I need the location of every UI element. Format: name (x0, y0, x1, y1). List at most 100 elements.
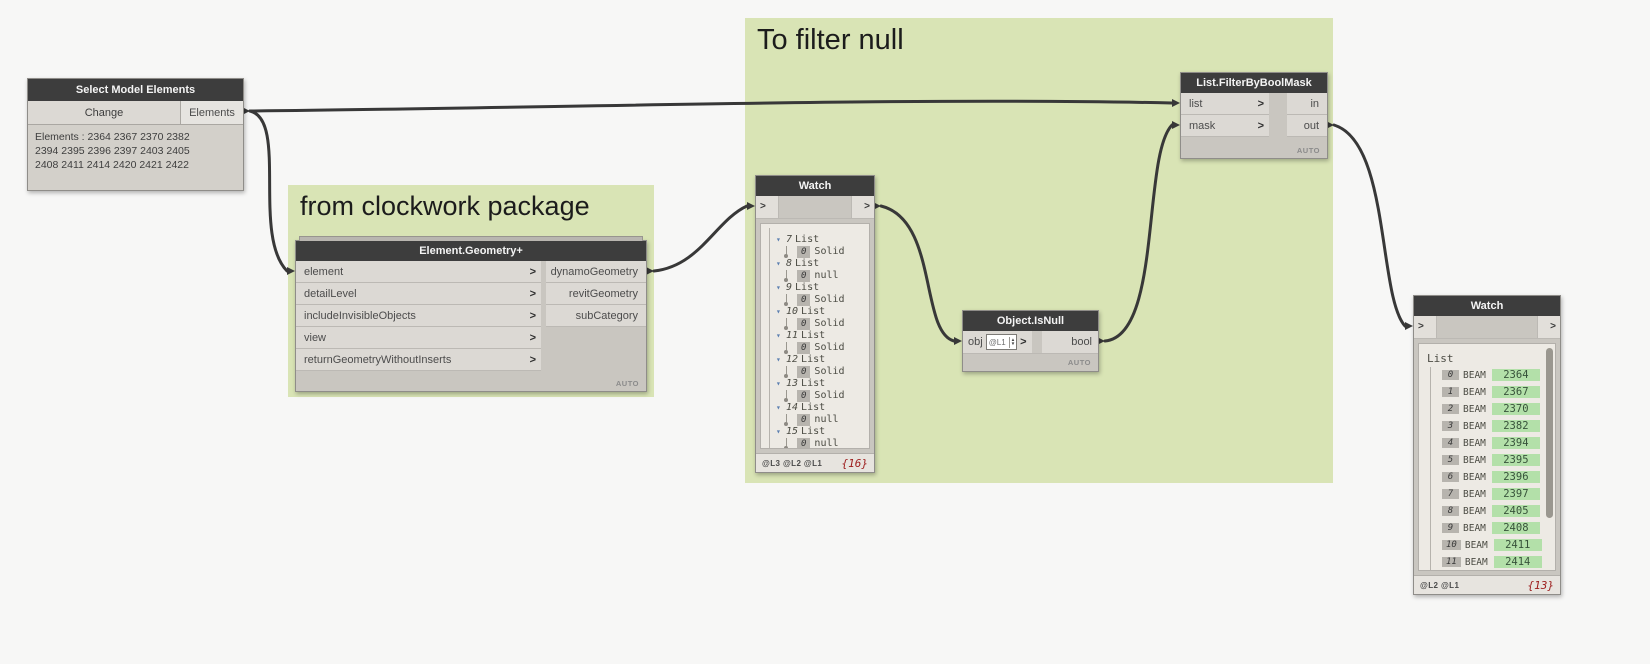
item-index-badge: 0 (797, 293, 811, 306)
list-label: List (795, 233, 820, 245)
list-label: List (801, 425, 826, 437)
obj-input-port[interactable]: obj @L1 ▲▼ > (963, 331, 1032, 353)
expand-triangle-icon[interactable]: ▾ (776, 426, 781, 436)
scrollbar[interactable] (1546, 347, 1553, 518)
output-port[interactable]: out (1287, 115, 1327, 137)
watch-tree: ▾ 7 List 0 Solid ▾ (769, 227, 869, 448)
change-button[interactable]: Change (28, 101, 181, 124)
node-body-gap (1269, 93, 1287, 142)
chevron-icon[interactable]: > (529, 331, 536, 344)
lacing-spinner[interactable]: @L1 ▲▼ (985, 334, 1018, 350)
chevron-icon[interactable]: > (1257, 119, 1264, 132)
output-port[interactable]: dynamoGeometry (546, 261, 646, 283)
node-title[interactable]: Watch (756, 176, 874, 196)
list-count-badge: {13} (1527, 578, 1555, 592)
node-watch-middle[interactable]: Watch > > ▾ 7 List 0 (755, 175, 875, 473)
output-port[interactable]: revitGeometry (546, 283, 646, 305)
elements-line: Elements : 2364 2367 2370 2382 (35, 131, 190, 143)
input-port[interactable]: view > (296, 327, 541, 349)
lacing-levels[interactable]: @L3 @L2 @L1 (762, 458, 823, 468)
output-port[interactable]: in (1287, 93, 1327, 115)
item-index-badge: 11 (1442, 557, 1461, 568)
watch-output-port[interactable]: > (1537, 316, 1560, 338)
item-type: BEAM (1463, 471, 1486, 483)
bool-output-port[interactable]: bool (1042, 331, 1098, 353)
watch-output-port[interactable]: > (851, 196, 874, 218)
input-port[interactable]: includeInvisibleObjects > (296, 305, 541, 327)
elements-output-port[interactable]: Elements (181, 101, 243, 124)
lacing-label[interactable]: AUTO (1067, 358, 1091, 367)
node-watch-right[interactable]: Watch > > List 0 BEAM 2364 (1413, 295, 1561, 595)
node-title[interactable]: Select Model Elements (28, 79, 243, 101)
lacing-levels[interactable]: @L2 @L1 (1420, 580, 1460, 590)
wire-elements-to-element (248, 109, 289, 273)
item-type: BEAM (1463, 488, 1486, 500)
expand-triangle-icon[interactable]: ▾ (776, 330, 781, 340)
list-index: 11 (786, 329, 799, 341)
tree-guide-icon (784, 438, 795, 448)
item-index-badge: 7 (1442, 489, 1459, 500)
item-index-badge: 1 (1442, 387, 1459, 398)
item-value: 2382 (1491, 420, 1540, 433)
chevron-icon[interactable]: > (529, 309, 536, 322)
watch-tree-item: ▾ 10 List 0 Solid (776, 306, 869, 331)
expand-triangle-icon[interactable]: ▾ (776, 234, 781, 244)
item-value: Solid (814, 245, 845, 257)
chevron-icon[interactable]: > (1257, 97, 1264, 110)
output-port[interactable]: subCategory (546, 305, 646, 327)
watch-tree-item: ▾ 11 List 0 Solid (776, 329, 869, 355)
node-title[interactable]: Watch (1414, 296, 1560, 316)
item-value: null (814, 269, 839, 281)
node-body-gap (1032, 331, 1042, 353)
input-port[interactable]: returnGeometryWithoutInserts > (296, 349, 541, 371)
watch-input-port[interactable]: > (756, 196, 779, 218)
node-title[interactable]: Element.Geometry+ (296, 241, 646, 261)
expand-triangle-icon[interactable]: ▾ (776, 306, 781, 316)
list-index: 8 (786, 257, 793, 269)
node-element-geometry[interactable]: Element.Geometry+ element > detailLevel … (295, 236, 647, 392)
expand-triangle-icon[interactable]: ▾ (776, 402, 781, 412)
input-port[interactable]: detailLevel > (296, 283, 541, 305)
tree-guide-icon (784, 270, 795, 283)
item-value: Solid (814, 365, 845, 377)
expand-triangle-icon[interactable]: ▾ (776, 378, 781, 388)
node-title[interactable]: Object.IsNull (963, 311, 1098, 331)
node-object-isnull[interactable]: Object.IsNull obj @L1 ▲▼ > bool AUTO (962, 310, 1099, 372)
item-index-badge: 0 (797, 413, 811, 426)
expand-triangle-icon[interactable]: ▾ (776, 282, 781, 292)
chevron-icon[interactable]: > (529, 265, 536, 278)
watch-tree-item: ▾ 13 List 0 Solid (776, 378, 869, 403)
list-item: 5 BEAM 2395 (1442, 452, 1555, 469)
item-index-badge: 0 (797, 269, 811, 282)
chevron-icon[interactable]: > (529, 353, 536, 366)
item-value: 2414 (1493, 556, 1542, 569)
item-index-badge: 2 (1442, 404, 1459, 415)
node-list-filterbyboolmask[interactable]: List.FilterByBoolMask list > mask > (1180, 72, 1328, 159)
chevron-icon[interactable]: > (1020, 336, 1027, 348)
spinner-arrows-icon[interactable]: ▲▼ (1008, 336, 1016, 348)
elements-line: 2394 2395 2396 2397 2403 2405 (35, 145, 190, 157)
chevron-icon[interactable]: > (529, 287, 536, 300)
node-select-model-elements[interactable]: Select Model Elements Change Elements El… (27, 78, 244, 191)
lacing-label[interactable]: AUTO (1296, 146, 1320, 155)
node-title[interactable]: List.FilterByBoolMask (1181, 73, 1327, 93)
wire-elements-to-list (248, 99, 1174, 113)
watch-tree-item: ▾ 15 List 0 null (776, 425, 869, 448)
input-port[interactable]: element > (296, 261, 541, 283)
expand-triangle-icon[interactable]: ▾ (776, 258, 781, 268)
tree-guide-icon (784, 366, 795, 379)
expand-triangle-icon[interactable]: ▾ (776, 354, 781, 364)
input-ports: element > detailLevel > includeInvisible… (296, 261, 541, 375)
item-value: Solid (814, 317, 845, 329)
item-index-badge: 8 (1442, 506, 1459, 517)
watch-input-port[interactable]: > (1414, 316, 1437, 338)
input-port[interactable]: mask > (1181, 115, 1269, 137)
item-value: 2367 (1491, 386, 1540, 399)
wire-bool-to-mask (1103, 123, 1174, 343)
watch-list-view[interactable]: ▾ 7 List 0 Solid ▾ (760, 222, 870, 449)
lacing-label[interactable]: AUTO (615, 379, 639, 388)
watch-list-view[interactable]: List 0 BEAM 2364 1 BEAM 2367 (1418, 342, 1556, 571)
output-ports: in out (1287, 93, 1327, 142)
input-port[interactable]: list > (1181, 93, 1269, 115)
